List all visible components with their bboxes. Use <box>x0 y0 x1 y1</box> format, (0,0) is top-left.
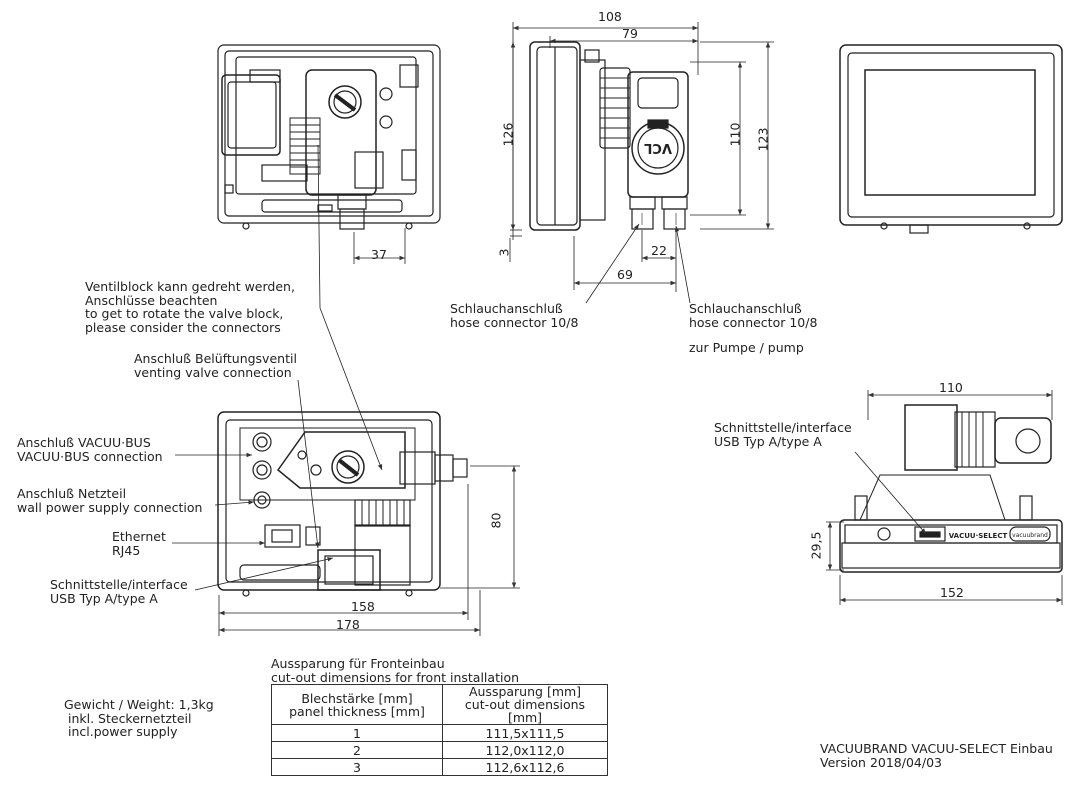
dim-108: 108 <box>598 9 622 24</box>
dim-79: 79 <box>622 26 638 41</box>
top-view <box>839 404 1063 573</box>
dim-152: 152 <box>940 585 964 600</box>
table-header-row: Blechstärke [mm]panel thickness [mm] Aus… <box>271 684 608 725</box>
dim-3: 3 <box>496 248 512 257</box>
title-block: VACUUBRAND VACUU-SELECT Einbau Version 2… <box>820 741 1053 770</box>
cell-thickness: 3 <box>271 758 443 776</box>
valve-block-label: Ventilblock kann gedreht werden, Anschlü… <box>85 279 295 335</box>
dim-123: 123 <box>755 127 771 152</box>
dim-37: 37 <box>371 247 387 262</box>
ethernet-label: Ethernet RJ45 <box>112 529 166 558</box>
side-view <box>529 41 689 231</box>
front-view <box>839 44 1063 234</box>
cutout-table: Blechstärke [mm]panel thickness [mm] Aus… <box>271 684 608 776</box>
cell-thickness: 1 <box>271 724 443 742</box>
cell-cutout: 112,6x112,6 <box>442 758 608 776</box>
pump-label: zur Pumpe / pump <box>689 340 804 355</box>
dim-178: 178 <box>336 617 360 632</box>
cell-thickness: 2 <box>271 741 443 759</box>
cutout-title: Aussparung für Fronteinbau cut-out dimen… <box>271 656 520 685</box>
vacuuselect-mark: VACUU·SELECT <box>949 532 1008 540</box>
table-row: 3 112,6x112,6 <box>271 758 608 776</box>
dim-29-5: 29,5 <box>808 531 824 560</box>
hose-connector-left-label: Schlauchanschluß hose connector 10/8 <box>450 301 579 330</box>
usb-right-label: Schnittstelle/interface USB Typ A/type A <box>714 420 852 449</box>
vacuubus-label: Anschluß VACUU·BUS VACUU·BUS connection <box>17 435 163 464</box>
brand-mark: vacuubrand <box>1012 532 1048 539</box>
header-panel-thickness: Blechstärke [mm]panel thickness [mm] <box>271 684 443 725</box>
weight-note: Gewicht / Weight: 1,3kg inkl. Steckernet… <box>64 697 214 739</box>
dim-22: 22 <box>651 243 667 258</box>
power-supply-label: Anschluß Netzteil wall power supply conn… <box>17 486 203 515</box>
dim-110-horizontal: 110 <box>939 380 963 395</box>
dim-126: 126 <box>500 122 516 147</box>
rear-view <box>217 44 441 230</box>
cell-cutout: 112,0x112,0 <box>442 741 608 759</box>
cell-cutout: 111,5x111,5 <box>442 724 608 742</box>
hose-connector-right-label: Schlauchanschluß hose connector 10/8 <box>689 301 818 330</box>
dim-110-vertical: 110 <box>727 122 743 147</box>
rear-view-open <box>217 411 468 597</box>
table-row: 1 111,5x111,5 <box>271 724 608 742</box>
dim-80: 80 <box>488 512 504 529</box>
table-row: 2 112,0x112,0 <box>271 741 608 759</box>
dim-158: 158 <box>351 599 375 614</box>
venting-valve-label: Anschluß Belüftungsventil venting valve … <box>134 351 297 380</box>
usb-left-label: Schnittstelle/interface USB Typ A/type A <box>50 577 188 606</box>
dim-69: 69 <box>617 267 633 282</box>
vcl-mark: VCL <box>644 140 672 155</box>
header-cutout-dimensions: Aussparung [mm]cut-out dimensions [mm] <box>442 684 608 725</box>
